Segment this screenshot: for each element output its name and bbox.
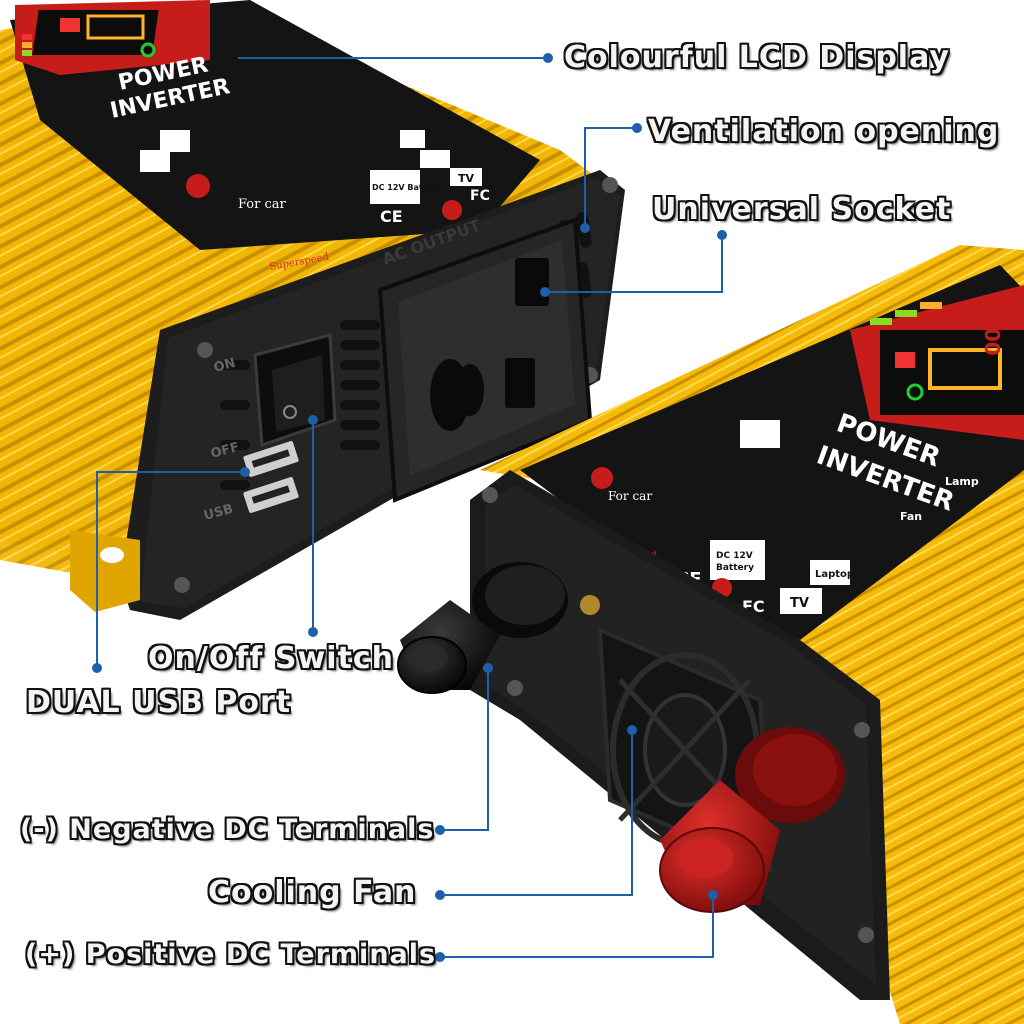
fan-label-bottom: Fan [900,510,922,523]
leader-dots [92,53,727,962]
laptop-label-bottom: Laptop [815,569,854,580]
callout-universal-socket: Universal Socket [652,192,952,227]
rating-label: 6000 [980,300,1004,356]
for-car-bottom: For car [608,489,652,503]
callout-cooling-fan: Cooling Fan [208,875,417,910]
svg-text:DC 12V: DC 12V [716,551,753,561]
lamp-label-bottom: Lamp [945,475,979,488]
battery-label-top: DC 12V Battery [372,183,442,192]
for-car-top: For car [238,197,287,212]
usb-label-top: USB [202,502,235,524]
leader-lines [96,57,723,958]
usb-port-icon [243,441,299,513]
housing-side-top [0,250,160,580]
callout-negative-dc-terminals: (-) Negative DC Terminals [20,814,435,845]
svg-text:CE: CE [380,207,403,226]
callout-ventilation-opening: Ventilation opening [648,114,1000,149]
negative-terminal-knob [397,562,568,694]
callout-on-off-switch: On/Off Switch [148,641,394,676]
switch-off-label: OFF [209,440,241,462]
positive-terminal-knob [659,727,845,913]
svg-text:Battery: Battery [716,563,754,573]
tv-label-bottom: TV [790,596,809,611]
svg-text:TV: TV [458,172,475,185]
callout-dual-usb-port: DUAL USB Port [26,685,292,720]
callout-lcd-display: Colourful LCD Display [564,40,950,75]
switch-on-label: ON [212,356,237,376]
callout-positive-dc-terminals: (+) Positive DC Terminals [25,939,437,970]
inverter-bottom: 6000 POWER INVERTER DC 12V Battery Lapto… [397,245,1024,1024]
svg-text:FC: FC [470,188,490,204]
